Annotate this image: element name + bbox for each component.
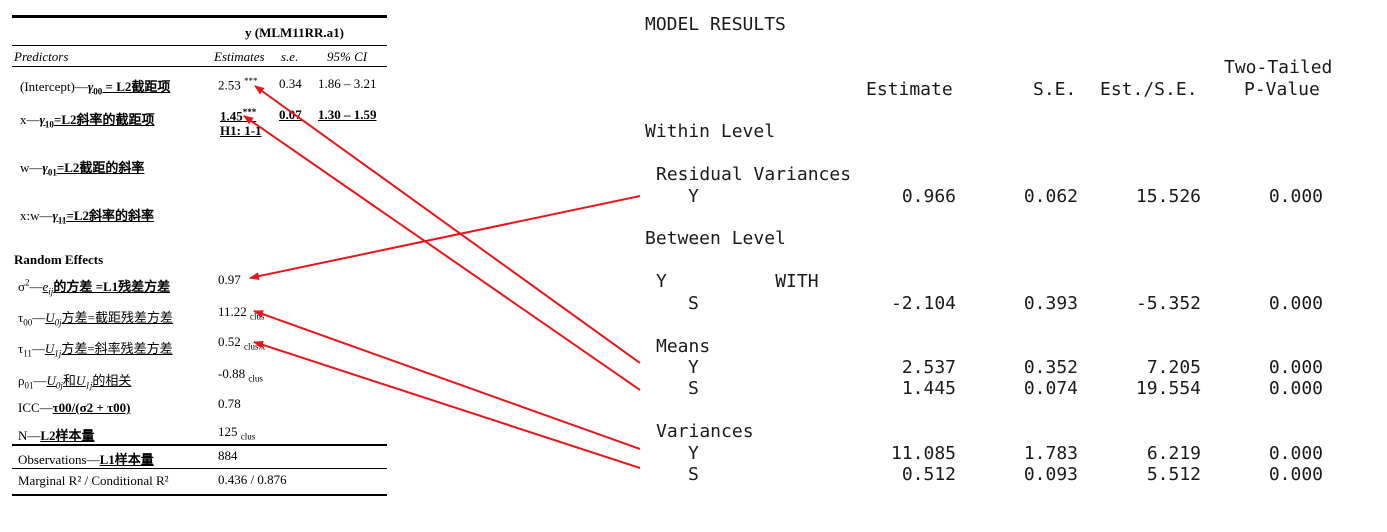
row-p-value: 0.000 <box>1268 464 1323 485</box>
fixed-row-intercept-estimate: 2.53 *** <box>218 76 258 93</box>
subsection-y-with: Y WITH <box>656 271 819 292</box>
table-top-rule <box>12 15 387 18</box>
row-p-value: 0.000 <box>1268 186 1323 207</box>
bottom-row-r2-label: Marginal R² / Conditional R² <box>18 473 169 488</box>
random-effects-heading: Random Effects <box>14 252 104 267</box>
row-var: S <box>688 293 699 314</box>
random-row-n-label: N—L2样本量 <box>18 428 95 443</box>
bottom-row-observations-label: Observations—L1样本量 <box>18 452 154 467</box>
col-ci: 95% CI <box>327 49 368 64</box>
fixed-row-x-label: x—γ10=L2斜率的截距项 <box>20 112 155 130</box>
row-est-se: 5.512 <box>1146 464 1201 485</box>
row-estimate: 11.085 <box>890 443 956 464</box>
row-se: 1.783 <box>1023 443 1078 464</box>
header-two-tailed: Two-Tailed <box>1224 57 1333 78</box>
row-estimate: 2.537 <box>901 357 956 378</box>
header-p-value: P-Value <box>1244 79 1320 100</box>
subsection-means: Means <box>656 336 711 357</box>
row-p-value: 0.000 <box>1268 378 1323 399</box>
row-est-se: 15.526 <box>1135 186 1201 207</box>
fixed-row-intercept-se: 0.34 <box>279 76 302 91</box>
regression-table: y (MLM11RR.a1) Predictors Estimates s.e.… <box>0 0 400 532</box>
table-observations-rule <box>12 468 387 469</box>
row-se: 0.393 <box>1023 293 1078 314</box>
row-est-se: 19.554 <box>1135 378 1201 399</box>
row-se: 0.352 <box>1023 357 1078 378</box>
row-var: S <box>688 378 699 399</box>
fixed-row-x-se: 0.07 <box>279 107 302 122</box>
table-bottom-rule <box>12 494 387 496</box>
random-row-rho-label: ρ01—U0j和U1j的相关 <box>18 373 132 391</box>
random-row-sigma-label: σ2—eij的方差 =L1残差方差 <box>18 277 171 297</box>
table-random-end-rule <box>12 444 387 446</box>
random-row-tau11-label: τ11—U1j方差=斜率残差方差 <box>18 341 173 359</box>
col-predictors: Predictors <box>14 49 69 64</box>
row-var: Y <box>688 186 699 207</box>
row-var: Y <box>688 443 699 464</box>
section-within-level: Within Level <box>645 121 776 142</box>
row-estimate: 0.966 <box>901 186 956 207</box>
random-row-tau00-value: 11.22 clus <box>218 304 265 322</box>
table-header-rule <box>12 45 387 46</box>
subsection-variances: Variances <box>656 421 754 442</box>
row-se: 0.062 <box>1023 186 1078 207</box>
fixed-row-x-estimate: 1.45*** <box>220 107 257 124</box>
header-se: S.E. <box>1033 79 1077 100</box>
row-est-se: 6.219 <box>1146 443 1201 464</box>
row-var: Y <box>688 357 699 378</box>
row-estimate: -2.104 <box>890 293 956 314</box>
col-estimates: Estimates <box>214 49 265 64</box>
section-between-level: Between Level <box>645 228 786 249</box>
row-estimate: 1.445 <box>901 378 956 399</box>
fixed-row-w-label: w—γ01=L2截距的斜率 <box>20 160 145 178</box>
random-row-n-value: 125 clus <box>218 424 256 442</box>
random-row-sigma-value: 0.97 <box>218 272 241 287</box>
row-est-se: 7.205 <box>1146 357 1201 378</box>
row-var: S <box>688 464 699 485</box>
model-results-output: MODEL RESULTS Two-Tailed Estimate S.E. E… <box>640 0 1380 532</box>
col-se: s.e. <box>281 49 299 64</box>
random-row-rho-value: -0.88 clus <box>218 366 263 384</box>
fixed-row-x-ci: 1.30 – 1.59 <box>318 107 377 122</box>
random-row-icc-label: ICC—τ00/(σ2 + τ00) <box>18 400 131 415</box>
table-header-title: y (MLM11RR.a1) <box>245 25 344 40</box>
fixed-row-x-note: H1: 1-1 <box>220 123 262 138</box>
bottom-row-r2-value: 0.436 / 0.876 <box>218 472 287 487</box>
fixed-row-intercept-ci: 1.86 – 3.21 <box>318 76 377 91</box>
table-column-rule <box>12 66 387 67</box>
row-estimate: 0.512 <box>901 464 956 485</box>
header-est-se: Est./S.E. <box>1100 79 1198 100</box>
row-se: 0.074 <box>1023 378 1078 399</box>
fixed-row-intercept-label: (Intercept)—γ00 = L2截距项 <box>20 79 171 97</box>
row-p-value: 0.000 <box>1268 293 1323 314</box>
row-est-se: -5.352 <box>1135 293 1201 314</box>
row-p-value: 0.000 <box>1268 357 1323 378</box>
subsection-residual-variances: Residual Variances <box>656 164 852 185</box>
bottom-row-observations-value: 884 <box>218 448 238 463</box>
random-row-icc-value: 0.78 <box>218 396 241 411</box>
fixed-row-xw-label: x:w—γ11=L2斜率的斜率 <box>20 208 155 226</box>
header-estimate: Estimate <box>866 79 953 100</box>
row-p-value: 0.000 <box>1268 443 1323 464</box>
row-se: 0.093 <box>1023 464 1078 485</box>
random-row-tau11-value: 0.52 clus.x <box>218 334 266 352</box>
model-results-title: MODEL RESULTS <box>645 14 786 35</box>
random-row-tau00-label: τ00—U0j方差=截距残差方差 <box>18 310 173 328</box>
